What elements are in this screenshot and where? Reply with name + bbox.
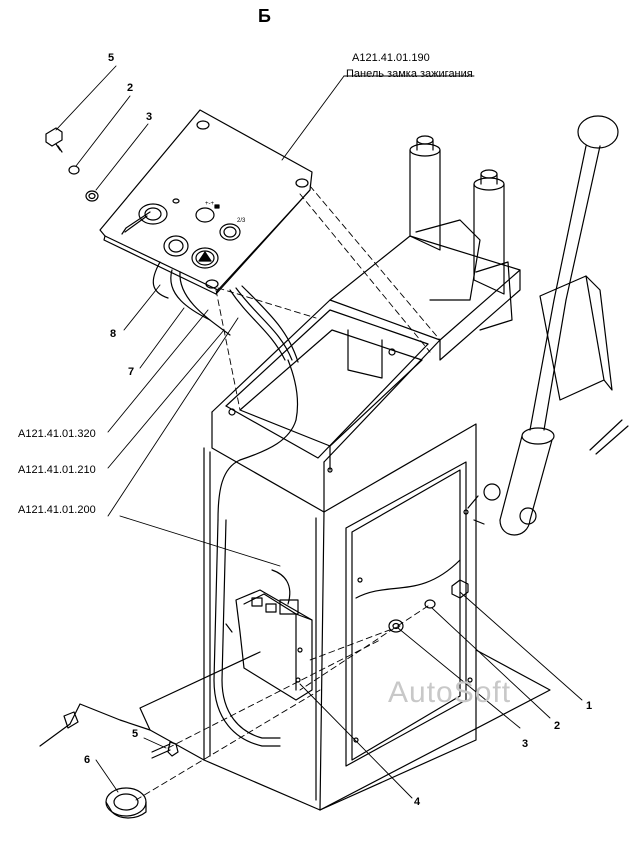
callout-1: 1 xyxy=(586,700,593,712)
callout-3-top: 3 xyxy=(146,111,153,123)
panel-title: Панель замка зажигания xyxy=(346,68,473,80)
harness-code-210: А121.41.01.210 xyxy=(18,464,96,476)
callout-2-right: 2 xyxy=(554,720,561,732)
gear-lever xyxy=(467,115,629,536)
harness-code-200: А121.41.01.200 xyxy=(18,504,96,516)
callout-8: 8 xyxy=(110,328,117,340)
svg-text:+-+: +-+ xyxy=(205,201,215,207)
bottom-fasteners xyxy=(105,741,179,819)
callout-7: 7 xyxy=(128,366,135,378)
ignition-panel: 2/3 +-+ xyxy=(99,109,313,295)
lever-posts xyxy=(409,135,513,331)
panel-wires xyxy=(152,261,299,747)
callout-5-bottom: 5 xyxy=(132,728,139,740)
console-housing xyxy=(39,235,551,811)
panel-code: А121.41.01.190 xyxy=(352,52,430,64)
callout-4: 4 xyxy=(414,796,421,808)
watermark: AutoSoft xyxy=(388,676,512,709)
sheet-label: Б xyxy=(258,6,271,26)
callout-6: 6 xyxy=(84,754,91,766)
top-fasteners xyxy=(45,127,99,202)
right-fasteners xyxy=(388,579,469,633)
callout-2-top: 2 xyxy=(127,82,134,94)
callout-5-top: 5 xyxy=(108,52,115,64)
harness-code-320: А121.41.01.320 xyxy=(18,428,96,440)
leader-lines xyxy=(55,65,583,801)
svg-text:2/3: 2/3 xyxy=(237,218,246,224)
relay-block xyxy=(225,569,313,701)
callout-3-right: 3 xyxy=(522,738,529,750)
